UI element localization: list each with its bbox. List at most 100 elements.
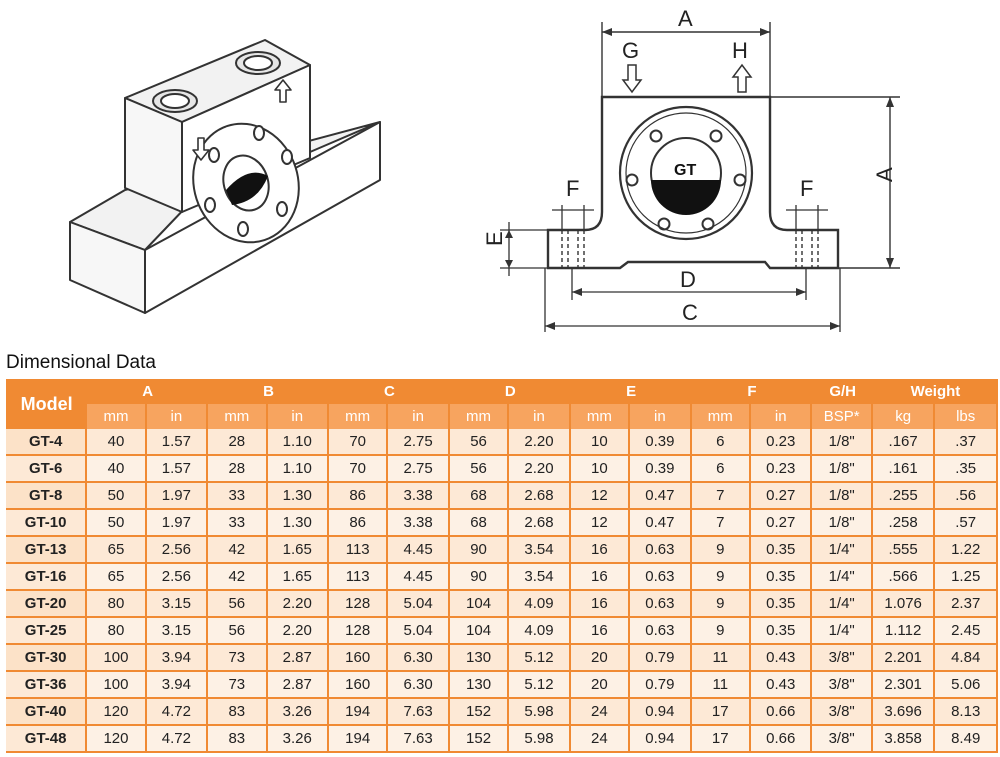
table-cell: 17 <box>691 699 751 726</box>
table-cell: 9 <box>691 618 751 645</box>
dim-d-label: D <box>680 267 696 292</box>
table-cell: 3.54 <box>509 564 571 591</box>
table-cell: 0.63 <box>630 564 692 591</box>
port-h-label: H <box>732 38 748 63</box>
table-cell: .555 <box>872 537 936 564</box>
table-cell: 0.23 <box>750 456 813 483</box>
table-cell: 1/4" <box>812 591 873 618</box>
model-cell: GT-48 <box>6 726 88 753</box>
port-g-label: G <box>622 38 639 63</box>
table-cell: 104 <box>449 618 510 645</box>
table-cell: 0.63 <box>630 537 692 564</box>
model-cell: GT-30 <box>6 645 88 672</box>
table-cell: 70 <box>328 456 389 483</box>
table-cell: 42 <box>208 564 268 591</box>
unit-header: mm <box>328 404 389 429</box>
table-cell: 2.20 <box>509 456 571 483</box>
table-cell: 1.30 <box>267 483 329 510</box>
table-cell: 1.10 <box>267 456 329 483</box>
table-cell: 0.35 <box>750 618 813 645</box>
table-cell: 56 <box>208 591 268 618</box>
table-cell: 28 <box>208 456 268 483</box>
group-header: A <box>87 379 209 404</box>
table-cell: 73 <box>208 645 268 672</box>
table-cell: 8.49 <box>935 726 998 753</box>
group-header: D <box>449 379 571 404</box>
table-cell: 11 <box>691 672 751 699</box>
table-cell: 56 <box>449 429 510 456</box>
table-cell: 0.39 <box>630 429 692 456</box>
table-cell: 80 <box>87 618 147 645</box>
table-cell: 2.37 <box>935 591 998 618</box>
group-header: C <box>328 379 450 404</box>
table-cell: 3.94 <box>146 672 209 699</box>
table-cell: 0.47 <box>630 483 692 510</box>
table-cell: 7.63 <box>388 726 450 753</box>
table-cell: 6.30 <box>388 672 450 699</box>
table-cell: 3/8" <box>812 726 873 753</box>
table-cell: 11 <box>691 645 751 672</box>
table-cell: 3.38 <box>388 510 450 537</box>
table-cell: 2.20 <box>267 591 329 618</box>
table-cell: 9 <box>691 591 751 618</box>
model-header: Model <box>6 379 88 429</box>
table-cell: 0.79 <box>630 645 692 672</box>
model-cell: GT-6 <box>6 456 88 483</box>
table-cell: 4.84 <box>935 645 998 672</box>
table-cell: 1.57 <box>146 429 209 456</box>
table-cell: 2.68 <box>509 510 571 537</box>
table-cell: 4.45 <box>388 564 450 591</box>
table-cell: 1.30 <box>267 510 329 537</box>
table-cell: 3.26 <box>267 726 329 753</box>
table-cell: 50 <box>87 483 147 510</box>
table-cell: 3.15 <box>146 618 209 645</box>
table-cell: 2.56 <box>146 537 209 564</box>
table-cell: 0.66 <box>750 699 813 726</box>
table-cell: 16 <box>570 618 631 645</box>
table-cell: 5.98 <box>509 726 571 753</box>
table-cell: 1/4" <box>812 618 873 645</box>
front-view <box>500 22 900 332</box>
table-cell: 24 <box>570 726 631 753</box>
table-cell: 42 <box>208 537 268 564</box>
table-cell: 152 <box>449 726 510 753</box>
table-cell: 0.66 <box>750 726 813 753</box>
table-cell: 2.301 <box>872 672 936 699</box>
table-cell: 1/4" <box>812 564 873 591</box>
table-cell: 128 <box>328 618 389 645</box>
table-cell: 3/8" <box>812 699 873 726</box>
table-cell: 104 <box>449 591 510 618</box>
table-cell: 68 <box>449 483 510 510</box>
unit-header: kg <box>872 404 936 429</box>
unit-header: BSP* <box>812 404 873 429</box>
table-cell: 1/8" <box>812 456 873 483</box>
table-cell: 160 <box>328 672 389 699</box>
table-cell: .566 <box>872 564 936 591</box>
table-cell: 6 <box>691 429 751 456</box>
table-cell: 1.65 <box>267 564 329 591</box>
group-header: B <box>208 379 329 404</box>
table-cell: 0.63 <box>630 591 692 618</box>
table-cell: 2.20 <box>267 618 329 645</box>
table-cell: 83 <box>208 726 268 753</box>
table-cell: 152 <box>449 699 510 726</box>
dim-e-label: E <box>482 231 507 246</box>
table-cell: 0.94 <box>630 699 692 726</box>
table-cell: .258 <box>872 510 936 537</box>
model-cell: GT-13 <box>6 537 88 564</box>
table-cell: 4.09 <box>509 591 571 618</box>
table-cell: 50 <box>87 510 147 537</box>
table-cell: 1.10 <box>267 429 329 456</box>
table-cell: 17 <box>691 726 751 753</box>
group-header: Weight <box>872 379 998 404</box>
table-cell: 20 <box>570 645 631 672</box>
table-cell: 1.112 <box>872 618 936 645</box>
table-cell: 2.87 <box>267 672 329 699</box>
table-cell: 0.39 <box>630 456 692 483</box>
